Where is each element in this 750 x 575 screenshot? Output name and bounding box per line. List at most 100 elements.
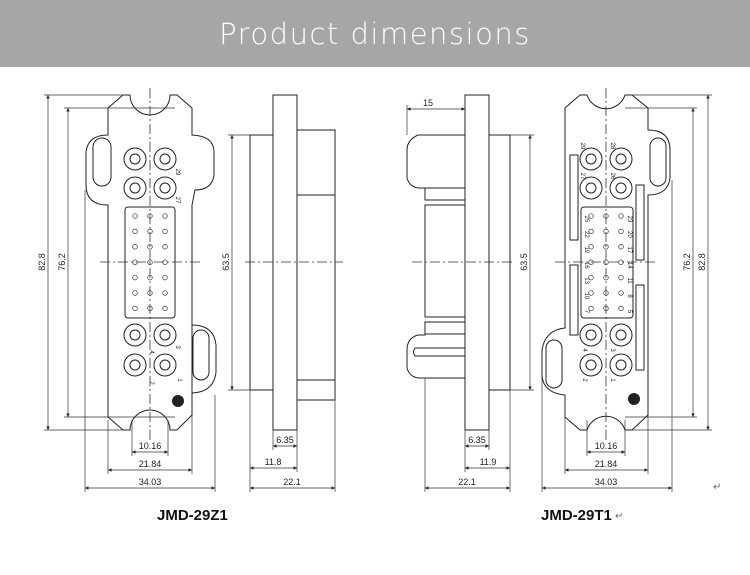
power-contact-hole [615,359,627,371]
pin-number: 25 [583,216,589,223]
power-contact-ring [123,323,147,347]
signal-contact [162,213,168,219]
t1-side-view: 15 63.5 6.35 11.9 22.1 [406,94,534,492]
pin-number: 19 [583,246,589,253]
power-contact-ring [609,323,633,347]
pin-number: 7 [583,310,589,314]
power-contact-hole [159,359,171,371]
power-contact-hole [585,182,597,194]
pin-number: 1 [609,378,615,382]
signal-contact [132,213,138,219]
pin-number: 1 [176,378,182,382]
signal-contact [588,305,594,312]
power-contact-hole [585,359,597,371]
z1-body-height: 63.5 [221,253,231,271]
signal-contact [162,244,168,250]
t1-width-overall: 34.03 [595,477,618,487]
signal-contact [588,274,594,281]
z1-side-view: 63.5 6.35 11.8 22.1 [221,94,343,492]
power-contact-hole [615,153,627,165]
model-label-z1: JMD-29Z1 [157,507,228,524]
pin-number: 29 [174,169,180,176]
power-contact-ring [153,147,177,171]
power-contact-hole [159,329,171,341]
power-contact-ring [609,147,633,171]
signal-contact [132,290,138,296]
power-contact-ring [579,147,603,171]
t1-width-notch: 10.16 [595,441,618,451]
pin-number: 8 [626,294,632,298]
pin-number: 29 [579,143,585,150]
signal-contact [618,305,624,312]
signal-contact [588,228,594,235]
signal-contact [618,213,624,219]
pin-number: 3 [609,348,615,352]
t1-flange-offset: 6.35 [468,435,486,445]
signal-contact [618,228,624,235]
z1-front-dimensions: 82.8 76.2 10.16 21.84 34.03 [37,94,216,492]
pin-number: 23 [626,216,632,223]
pin-number: 22 [583,231,589,238]
pin-number: 27 [579,173,585,180]
signal-contact [618,244,624,250]
pin-number: 14 [626,262,632,269]
pin-number: 3 [174,345,180,349]
signal-contact [132,274,138,281]
power-contact-ring [153,176,177,200]
z1-width-notch: 10.16 [139,441,162,451]
pin-number: 13 [583,277,589,284]
t1-depth-partial: 11.9 [480,457,497,467]
pin-number: 11 [626,277,632,284]
pin-number: 16 [583,262,589,269]
power-contact-ring [123,353,147,377]
title-banner: Product dimensions [0,0,750,67]
z1-height-mounting: 76.2 [57,253,67,271]
z1-width-overall: 34.03 [139,477,162,487]
pin-number: 28 [609,143,615,150]
power-contact-hole [585,329,597,341]
signal-contact [588,290,594,296]
power-contact-hole [615,329,627,341]
signal-contact [618,274,624,281]
power-contact-ring [579,353,603,377]
t1-body-height: 63.5 [519,253,529,271]
pin-number: 4 [581,348,587,352]
signal-contact [132,228,138,235]
signal-contact [162,305,168,312]
pin-number: 5 [626,310,632,314]
page-title: Product dimensions [219,16,531,51]
model-label-t1: JMD-29T1 [541,507,612,524]
power-contact-ring [153,353,177,377]
z1-height-overall: 82.8 [37,253,47,271]
signal-contact [132,244,138,250]
t1-shell-length: 15 [423,98,433,108]
power-contact-hole [615,182,627,194]
power-contact-ring [153,323,177,347]
pin-number: 17 [626,246,632,253]
power-contact-ring [609,176,633,200]
pin-number: 20 [626,231,632,238]
signal-contact [162,290,168,296]
pin-number: 2 [148,381,154,385]
signal-contact [588,244,594,250]
pin-number: 2 [581,378,587,382]
power-contact-ring [579,176,603,200]
return-mark: ↵ [713,482,722,493]
t1-depth-overall: 22.1 [458,477,476,487]
signal-contact [162,228,168,235]
return-mark: ↵ [615,511,624,522]
signal-contact [588,213,594,219]
power-contact-hole [585,153,597,165]
power-contact-ring [579,323,603,347]
power-contact-hole [129,329,141,341]
pin-number: 27 [174,197,180,204]
t1-width-plate: 21.84 [595,459,618,469]
signal-contact [603,244,609,250]
power-contact-ring [123,147,147,171]
z1-depth-overall: 22.1 [283,477,301,487]
t1-height-overall: 82.8 [697,253,707,271]
z1-width-plate: 21.84 [139,459,162,469]
pin-number: 10 [583,293,589,300]
